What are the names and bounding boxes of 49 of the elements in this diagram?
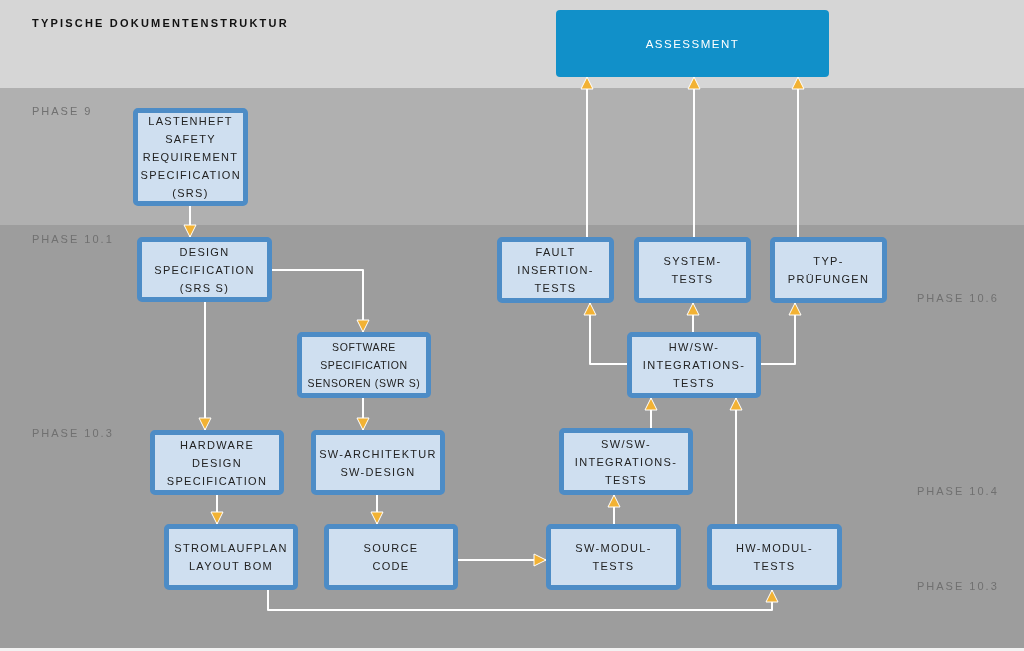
document-box [137,237,272,302]
box-label: FAULT INSERTION-TESTS [516,245,595,296]
document-box [150,430,284,495]
arrow [729,397,743,525]
arrow [580,76,594,238]
box-label: SW-MODUL-TESTS [574,541,653,574]
arrow [356,397,370,431]
arrow [791,76,805,238]
document-box [627,332,761,398]
document-box [770,237,887,303]
document-box [164,524,298,590]
document-box [497,237,614,303]
box-label: SOURCE CODE [362,541,420,574]
diagram-title: TYPISCHE DOKUMENTENSTRUKTUR [32,17,289,29]
document-box [707,524,842,590]
box-label: TYP-PRÜFUNGEN [786,254,871,287]
arrow [687,76,701,238]
arrow [760,302,802,365]
box-label: HW-MODUL-TESTS [735,541,814,574]
arrow [644,397,658,429]
box-label: HW/SW-INTEGRATIONS-TESTS [641,340,747,391]
arrow [457,553,547,567]
arrow [198,301,212,431]
arrow [607,494,621,525]
arrow [370,494,384,525]
box-label: SYSTEM-TESTS [662,254,723,287]
document-box [634,237,751,303]
arrow [271,269,370,333]
box-label: ASSESSMENT [645,36,740,52]
document-box [297,332,431,398]
box-label: SW-ARCHITEKTUR SW-DESIGN [318,446,438,480]
box-label: HARDWARE DESIGN SPECIFICATION [165,437,269,489]
document-box [546,524,681,590]
box-label: DESIGN SPECIFICATION (SRS S) [153,244,256,296]
assessment-box [556,10,829,77]
document-box [311,430,445,495]
box-label: SOFTWARE SPECIFICATION SENSOREN (SWR S) [306,340,422,391]
box-label: LASTENHEFT SAFETY REQUIREMENT SPECIFICATION (SRS) [140,114,241,201]
document-box [133,108,248,206]
arrow [686,302,700,333]
document-box [324,524,458,590]
arrow [583,302,628,365]
arrow [183,205,197,238]
document-box [559,428,693,495]
box-label: STROMLAUFPLAN LAYOUT BOM [173,541,289,574]
arrow [267,589,779,611]
phase-label: PHASE 9 [32,105,93,117]
arrow [210,494,224,525]
box-label: SW/SW-INTEGRATIONS-TESTS [573,436,679,488]
